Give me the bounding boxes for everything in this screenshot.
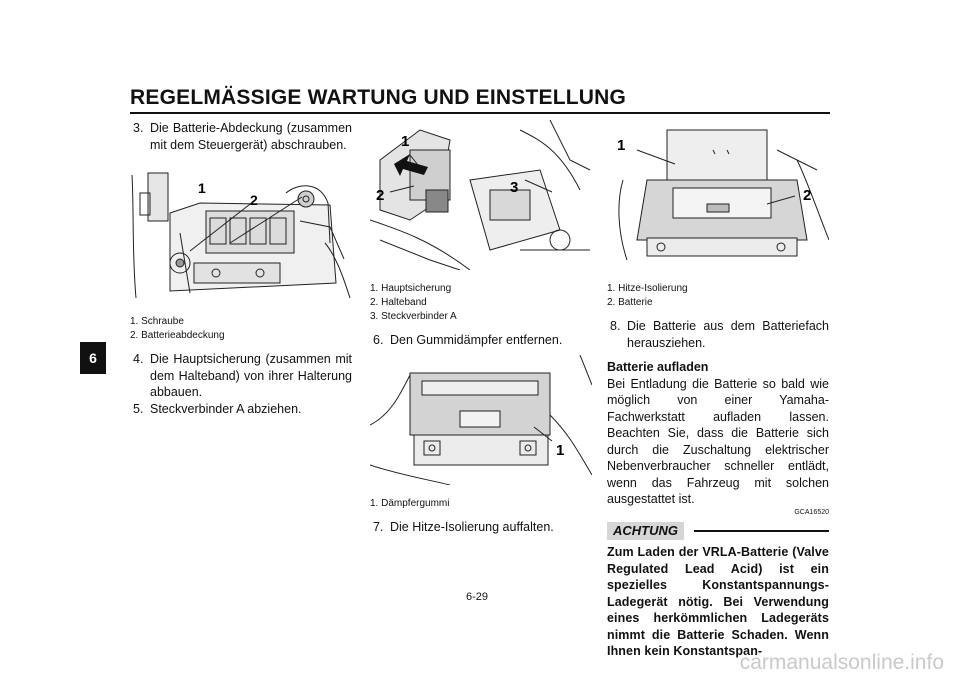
column-3: 1 2 1. Hitze-Isolierung 2. Batterie 8. D… bbox=[607, 120, 829, 660]
step-number: 6. bbox=[373, 333, 384, 347]
figure-label: 3 bbox=[510, 179, 518, 196]
column-1: 3. Die Batterie-Abdeckung (zusammen mit … bbox=[130, 120, 352, 417]
warning-text: Zum Laden der VRLA-Batterie (Valve Regul… bbox=[607, 545, 829, 658]
figure-label: 2 bbox=[376, 187, 384, 204]
step-3: 3. Die Batterie-Abdeckung (zusammen mit … bbox=[130, 120, 352, 153]
figure-caption: 1. Dämpfergummi bbox=[370, 497, 450, 509]
figure-label: 2 bbox=[803, 187, 811, 204]
chapter-tab: 6 bbox=[80, 342, 106, 374]
step-8: 8. Die Batterie aus dem Batteriefach her… bbox=[607, 318, 829, 351]
figure-rubber-damper: 1 bbox=[370, 354, 592, 485]
warning-rule bbox=[694, 530, 829, 532]
figure-label: 1 bbox=[556, 442, 564, 459]
figure-caption: 2. Halteband bbox=[370, 297, 427, 308]
figure-caption: 2. Batterie bbox=[607, 297, 653, 308]
step-4: 4. Die Hauptsicherung (zusammen mit dem … bbox=[130, 351, 352, 401]
section-heading: Batterie aufladen bbox=[607, 360, 709, 374]
step-text: Den Gummidämpfer entfernen. bbox=[390, 333, 563, 347]
figure-label: 1 bbox=[617, 137, 625, 154]
figure-caption: 3. Steckverbinder A bbox=[370, 311, 457, 322]
page-title: REGELMÄSSIGE WARTUNG UND EINSTELLUNG bbox=[130, 86, 627, 109]
step-text: Die Hitze-Isolierung auffalten. bbox=[390, 519, 554, 534]
step-number: 7. bbox=[373, 519, 384, 534]
step-number: 8. bbox=[610, 319, 621, 333]
step-text: Die Hauptsicherung (zusammen mit dem Hal… bbox=[150, 352, 352, 399]
figure-battery-cover: 1 2 bbox=[130, 163, 352, 303]
step-text: Die Batterie-Abdeckung (zusammen mit dem… bbox=[150, 121, 352, 152]
warning-header: ACHTUNG bbox=[607, 521, 829, 540]
watermark: carmanualsonline.info bbox=[739, 651, 944, 674]
section-paragraph: Bei Entladung die Batterie so bald wie m… bbox=[607, 376, 829, 507]
step-number: 3. bbox=[133, 121, 144, 135]
figure-caption: 1. Hitze-Isolierung bbox=[607, 283, 688, 294]
step-6: 6. Den Gummidämpfer entfernen. bbox=[370, 332, 592, 349]
step-number: 4. bbox=[133, 352, 144, 366]
figure-caption: 1. Schraube bbox=[130, 316, 184, 327]
figure-heat-insulation: 1 2 bbox=[607, 120, 829, 270]
step-5: 5. Steckverbinder A abziehen. bbox=[130, 401, 352, 418]
step-text: Die Batterie aus dem Batteriefach heraus… bbox=[627, 319, 829, 350]
figure-caption: 2. Batterieabdeckung bbox=[130, 330, 225, 341]
figure-label: 2 bbox=[250, 192, 258, 208]
step-text: Steckverbinder A abziehen. bbox=[150, 401, 302, 416]
figure-main-fuse: 1 2 3 bbox=[370, 120, 592, 270]
figure-label: 1 bbox=[198, 180, 206, 196]
figure-caption: 1. Hauptsicherung bbox=[370, 283, 452, 294]
warning-badge: ACHTUNG bbox=[607, 521, 684, 540]
step-number: 5. bbox=[133, 401, 144, 416]
figure-label: 1 bbox=[401, 133, 409, 150]
step-7: 7. Die Hitze-Isolierung auffalten. bbox=[370, 519, 592, 536]
title-rule bbox=[130, 112, 830, 114]
reference-code: GCA16520 bbox=[794, 508, 829, 516]
page-number: 6-29 bbox=[466, 591, 489, 603]
column-2: 1 2 3 1. Hauptsicherung 2. Halteband 3. … bbox=[370, 120, 592, 535]
